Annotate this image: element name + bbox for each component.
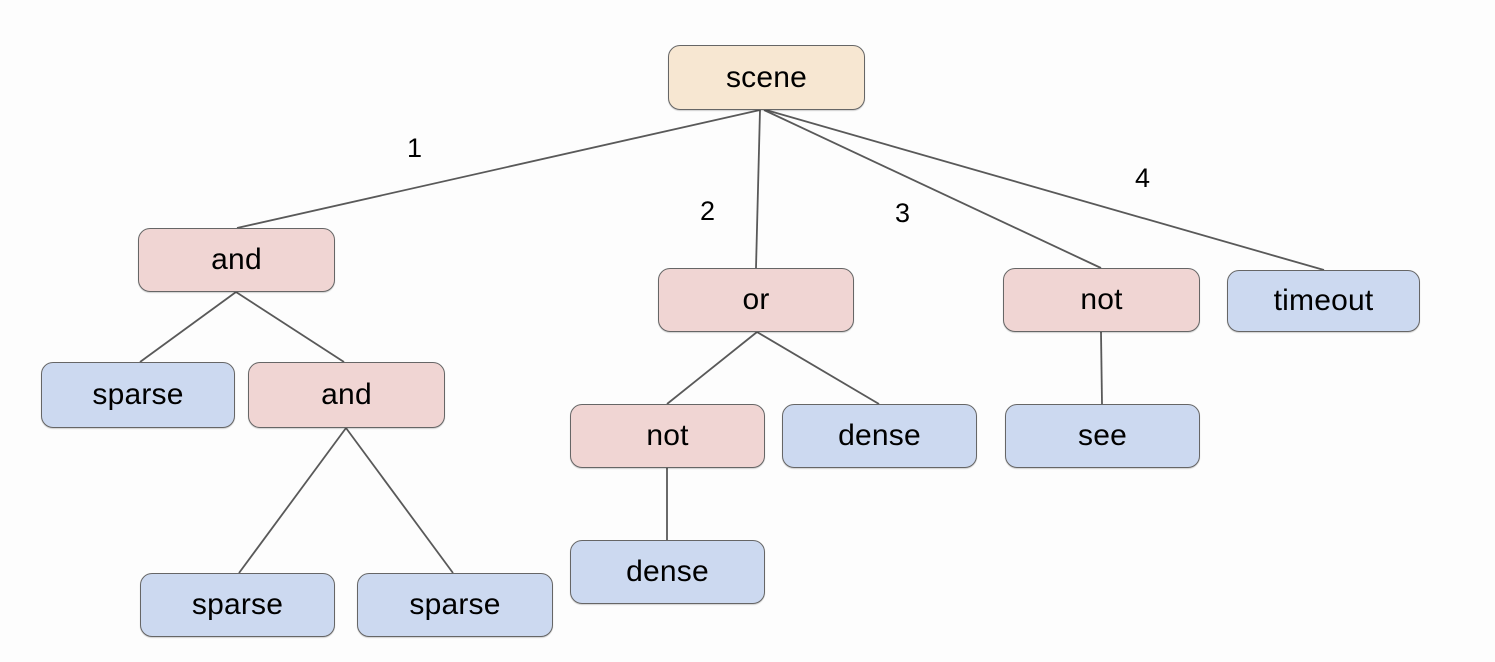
node-dense1[interactable]: dense: [782, 404, 977, 468]
node-or1[interactable]: or: [658, 268, 854, 332]
edge-or1-to-not2: [666, 331, 758, 405]
node-label-and2: and: [321, 378, 372, 411]
node-dense2[interactable]: dense: [570, 540, 765, 604]
node-see1[interactable]: see: [1005, 404, 1200, 468]
node-sparse2[interactable]: sparse: [140, 573, 335, 637]
edge-and2-to-sparse3: [345, 427, 454, 574]
edge-label-2: 2: [700, 196, 716, 226]
node-label-and1: and: [211, 243, 262, 276]
node-not1[interactable]: not: [1003, 268, 1200, 332]
edge-scene-to-timeout1: [765, 109, 1325, 271]
node-and2[interactable]: and: [248, 362, 445, 428]
edge-or1-to-dense1: [756, 331, 880, 405]
node-label-see1: see: [1078, 419, 1127, 452]
node-label-sparse1: sparse: [92, 378, 184, 411]
edge-scene-to-and1: [236, 109, 761, 229]
node-timeout1[interactable]: timeout: [1227, 270, 1420, 332]
node-sparse1[interactable]: sparse: [41, 362, 235, 428]
node-not2[interactable]: not: [570, 404, 765, 468]
node-label-dense2: dense: [626, 555, 709, 588]
edge-not1-to-see1: [1100, 331, 1103, 405]
edge-label-3: 3: [895, 198, 911, 228]
node-label-sparse3: sparse: [409, 588, 501, 621]
node-label-scene: scene: [725, 60, 808, 94]
edge-and1-to-sparse1: [139, 291, 237, 363]
node-label-or1: or: [742, 283, 770, 316]
edge-scene-to-not1: [763, 109, 1102, 269]
edge-label-4: 4: [1135, 163, 1151, 193]
node-label-timeout1: timeout: [1273, 284, 1374, 317]
node-and1[interactable]: and: [138, 228, 335, 292]
node-label-not1: not: [1080, 283, 1123, 316]
node-label-dense1: dense: [838, 419, 921, 452]
edge-and2-to-sparse2: [238, 427, 347, 574]
edge-label-1: 1: [407, 133, 423, 163]
edge-scene-to-or1: [755, 109, 761, 269]
edge-and1-to-and2: [235, 291, 345, 363]
node-label-not2: not: [646, 419, 689, 452]
node-sparse3[interactable]: sparse: [357, 573, 553, 637]
node-label-sparse2: sparse: [191, 588, 284, 621]
node-scene[interactable]: scene: [668, 45, 865, 110]
